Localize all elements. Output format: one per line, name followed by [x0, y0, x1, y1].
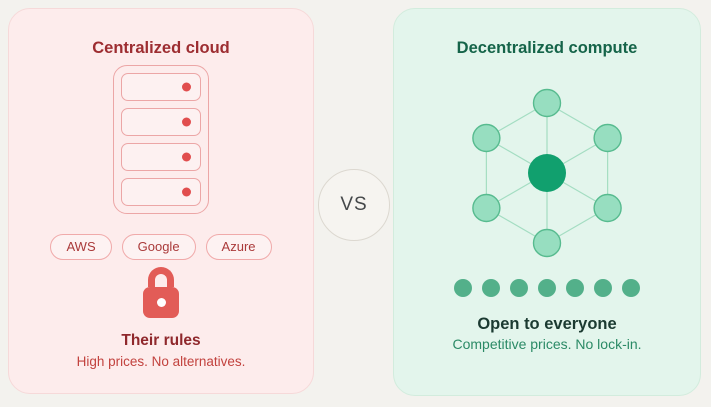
server-led-icon	[182, 187, 191, 197]
server-led-icon	[182, 152, 191, 162]
provider-pill-azure: Azure	[205, 234, 272, 260]
lock-shackle	[148, 267, 174, 287]
left-headline: Their rules	[121, 332, 201, 349]
hexagon-network-icon	[472, 88, 622, 258]
network-node	[593, 123, 622, 153]
centralized-cloud-panel: Centralized cloud AWS Google Azure Their r…	[8, 8, 314, 394]
network-node	[593, 193, 622, 223]
right-headline: Open to everyone	[477, 315, 617, 333]
node-dot	[566, 279, 584, 297]
node-dot	[622, 279, 640, 297]
centralized-cloud-title: Centralized cloud	[92, 39, 230, 57]
provider-pill-google: Google	[121, 234, 196, 260]
lock-body	[143, 287, 179, 318]
node-dot	[454, 279, 472, 297]
network-node	[472, 193, 501, 223]
vs-badge: VS	[318, 169, 390, 241]
vs-label: VS	[340, 194, 368, 215]
server-led-icon	[182, 117, 191, 127]
left-subtext: High prices. No alternatives.	[76, 354, 246, 369]
server-rack-icon	[113, 65, 209, 214]
server-slot	[121, 143, 201, 171]
server-slot	[121, 178, 201, 206]
node-dot	[594, 279, 612, 297]
network-node	[472, 123, 501, 153]
provider-pill-aws: AWS	[50, 234, 112, 260]
decentralized-compute-title: Decentralized compute	[456, 39, 638, 57]
provider-pills: AWS Google Azure	[50, 234, 272, 260]
lock-icon	[143, 267, 179, 318]
server-led-icon	[182, 82, 191, 92]
network-node	[532, 88, 562, 118]
node-dot	[510, 279, 528, 297]
server-slot	[121, 108, 201, 136]
node-dot	[482, 279, 500, 297]
right-subtext: Competitive prices. No lock-in.	[452, 336, 642, 352]
network-center-node	[528, 154, 566, 192]
network-node	[532, 228, 562, 258]
nodes-dots-row	[454, 279, 640, 297]
decentralized-compute-panel: Decentralized compute Open to everyone C…	[393, 8, 701, 396]
node-dot	[538, 279, 556, 297]
server-slot	[121, 73, 201, 101]
